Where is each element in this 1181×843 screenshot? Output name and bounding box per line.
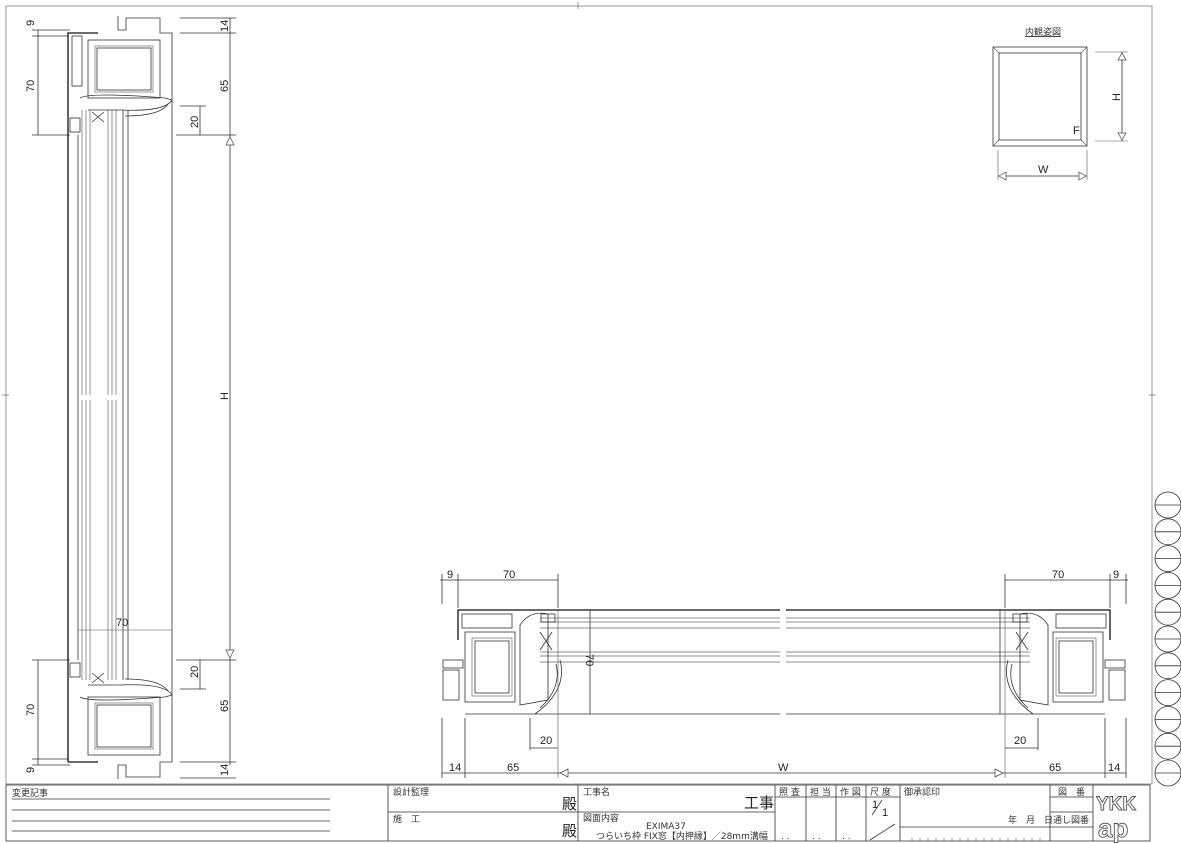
dim-20-left: 20: [540, 735, 552, 747]
dim-9-left: 9: [447, 569, 453, 581]
horizontal-section: 9 70 70 9: [440, 569, 1128, 778]
serial-no-label: 通し図番: [1053, 814, 1089, 826]
project-suffix: 工事: [744, 794, 774, 812]
width-label: W: [778, 762, 789, 774]
scale-label: 尺 度: [870, 786, 891, 798]
dim-65-bottom: 65: [219, 700, 231, 712]
honorific-supervision: 殿: [562, 795, 577, 813]
fix-label: F: [1073, 125, 1080, 137]
dim-70-right: 70: [1052, 569, 1064, 581]
dim-70-left: 70: [503, 569, 515, 581]
dim-14-right: 14: [1108, 762, 1120, 774]
dim-65-right: 65: [1049, 762, 1061, 774]
height-label: H: [219, 392, 231, 400]
elevation-title: 内観姿図: [1025, 26, 1061, 38]
vertical-section: 9 70 70 9: [25, 16, 236, 779]
elevation-height-label: H: [1111, 93, 1123, 101]
logo-ap: ap: [1098, 813, 1128, 843]
drawn-dots: . .: [842, 832, 851, 842]
supervision-label: 設計監理: [393, 786, 429, 798]
dim-70-bottom: 70: [25, 704, 37, 716]
dim-20-right: 20: [1014, 735, 1026, 747]
charge-label: 担 当: [810, 786, 831, 798]
drawing-description: つらいち枠 FIX窓【内押縁】／28mm溝幅: [596, 830, 768, 842]
dim-9-bottom: 9: [25, 767, 37, 773]
sheet-border: [5, 5, 1153, 785]
approval-label: 御承認印: [904, 786, 940, 798]
dim-9-right: 9: [1113, 569, 1119, 581]
dim-20-top: 20: [189, 116, 201, 128]
arrow-h-bottom: [225, 649, 235, 659]
dim-9-top: 9: [25, 20, 37, 26]
ykk-ap-logo: YKK ap: [1096, 794, 1137, 843]
dim-65-top: 65: [219, 80, 231, 92]
dim-65-left: 65: [507, 762, 519, 774]
product-name: EXIMA37: [646, 822, 686, 832]
elevation-width-label: W: [1038, 164, 1049, 176]
arrow-w-right: [994, 768, 1004, 778]
glass-dim-70: 70: [116, 617, 128, 629]
revision-circles: [1154, 491, 1181, 787]
honorific-construction: 殿: [562, 822, 577, 840]
title-block: 変更記事 設計監理 殿 施 工 殿 工事名 工事 図面内容 EXIMA37 つら…: [5, 784, 1151, 843]
project-name-label: 工事名: [583, 786, 610, 798]
scale-denominator: 1: [882, 807, 888, 819]
dim-70-top: 70: [25, 80, 37, 92]
dim-14-bottom: 14: [219, 764, 231, 776]
charge-dots: . .: [812, 832, 821, 842]
dim-14-top: 14: [219, 20, 231, 32]
check-dots: . .: [781, 832, 790, 842]
logo-ykk: YKK: [1096, 794, 1136, 815]
dim-14-left: 14: [449, 762, 461, 774]
arrow-w-left: [559, 768, 569, 778]
glass-dim-70-h: 70: [583, 654, 595, 666]
dim-20-bottom: 20: [189, 666, 201, 678]
construction-label: 施 工: [393, 813, 420, 825]
drawn-label: 作 図: [840, 786, 861, 798]
elevation-view: 内観姿図 F H W: [992, 26, 1128, 181]
scale-numerator: 1: [872, 799, 878, 811]
date-label: 年 月 日: [1008, 814, 1053, 826]
arrow-h-top: [225, 136, 235, 146]
drawing-content-label: 図面内容: [583, 812, 619, 824]
check-label: 照 査: [779, 786, 800, 798]
drawing-no-label: 図 番: [1058, 786, 1085, 798]
revisions-label: 変更記事: [12, 787, 48, 799]
